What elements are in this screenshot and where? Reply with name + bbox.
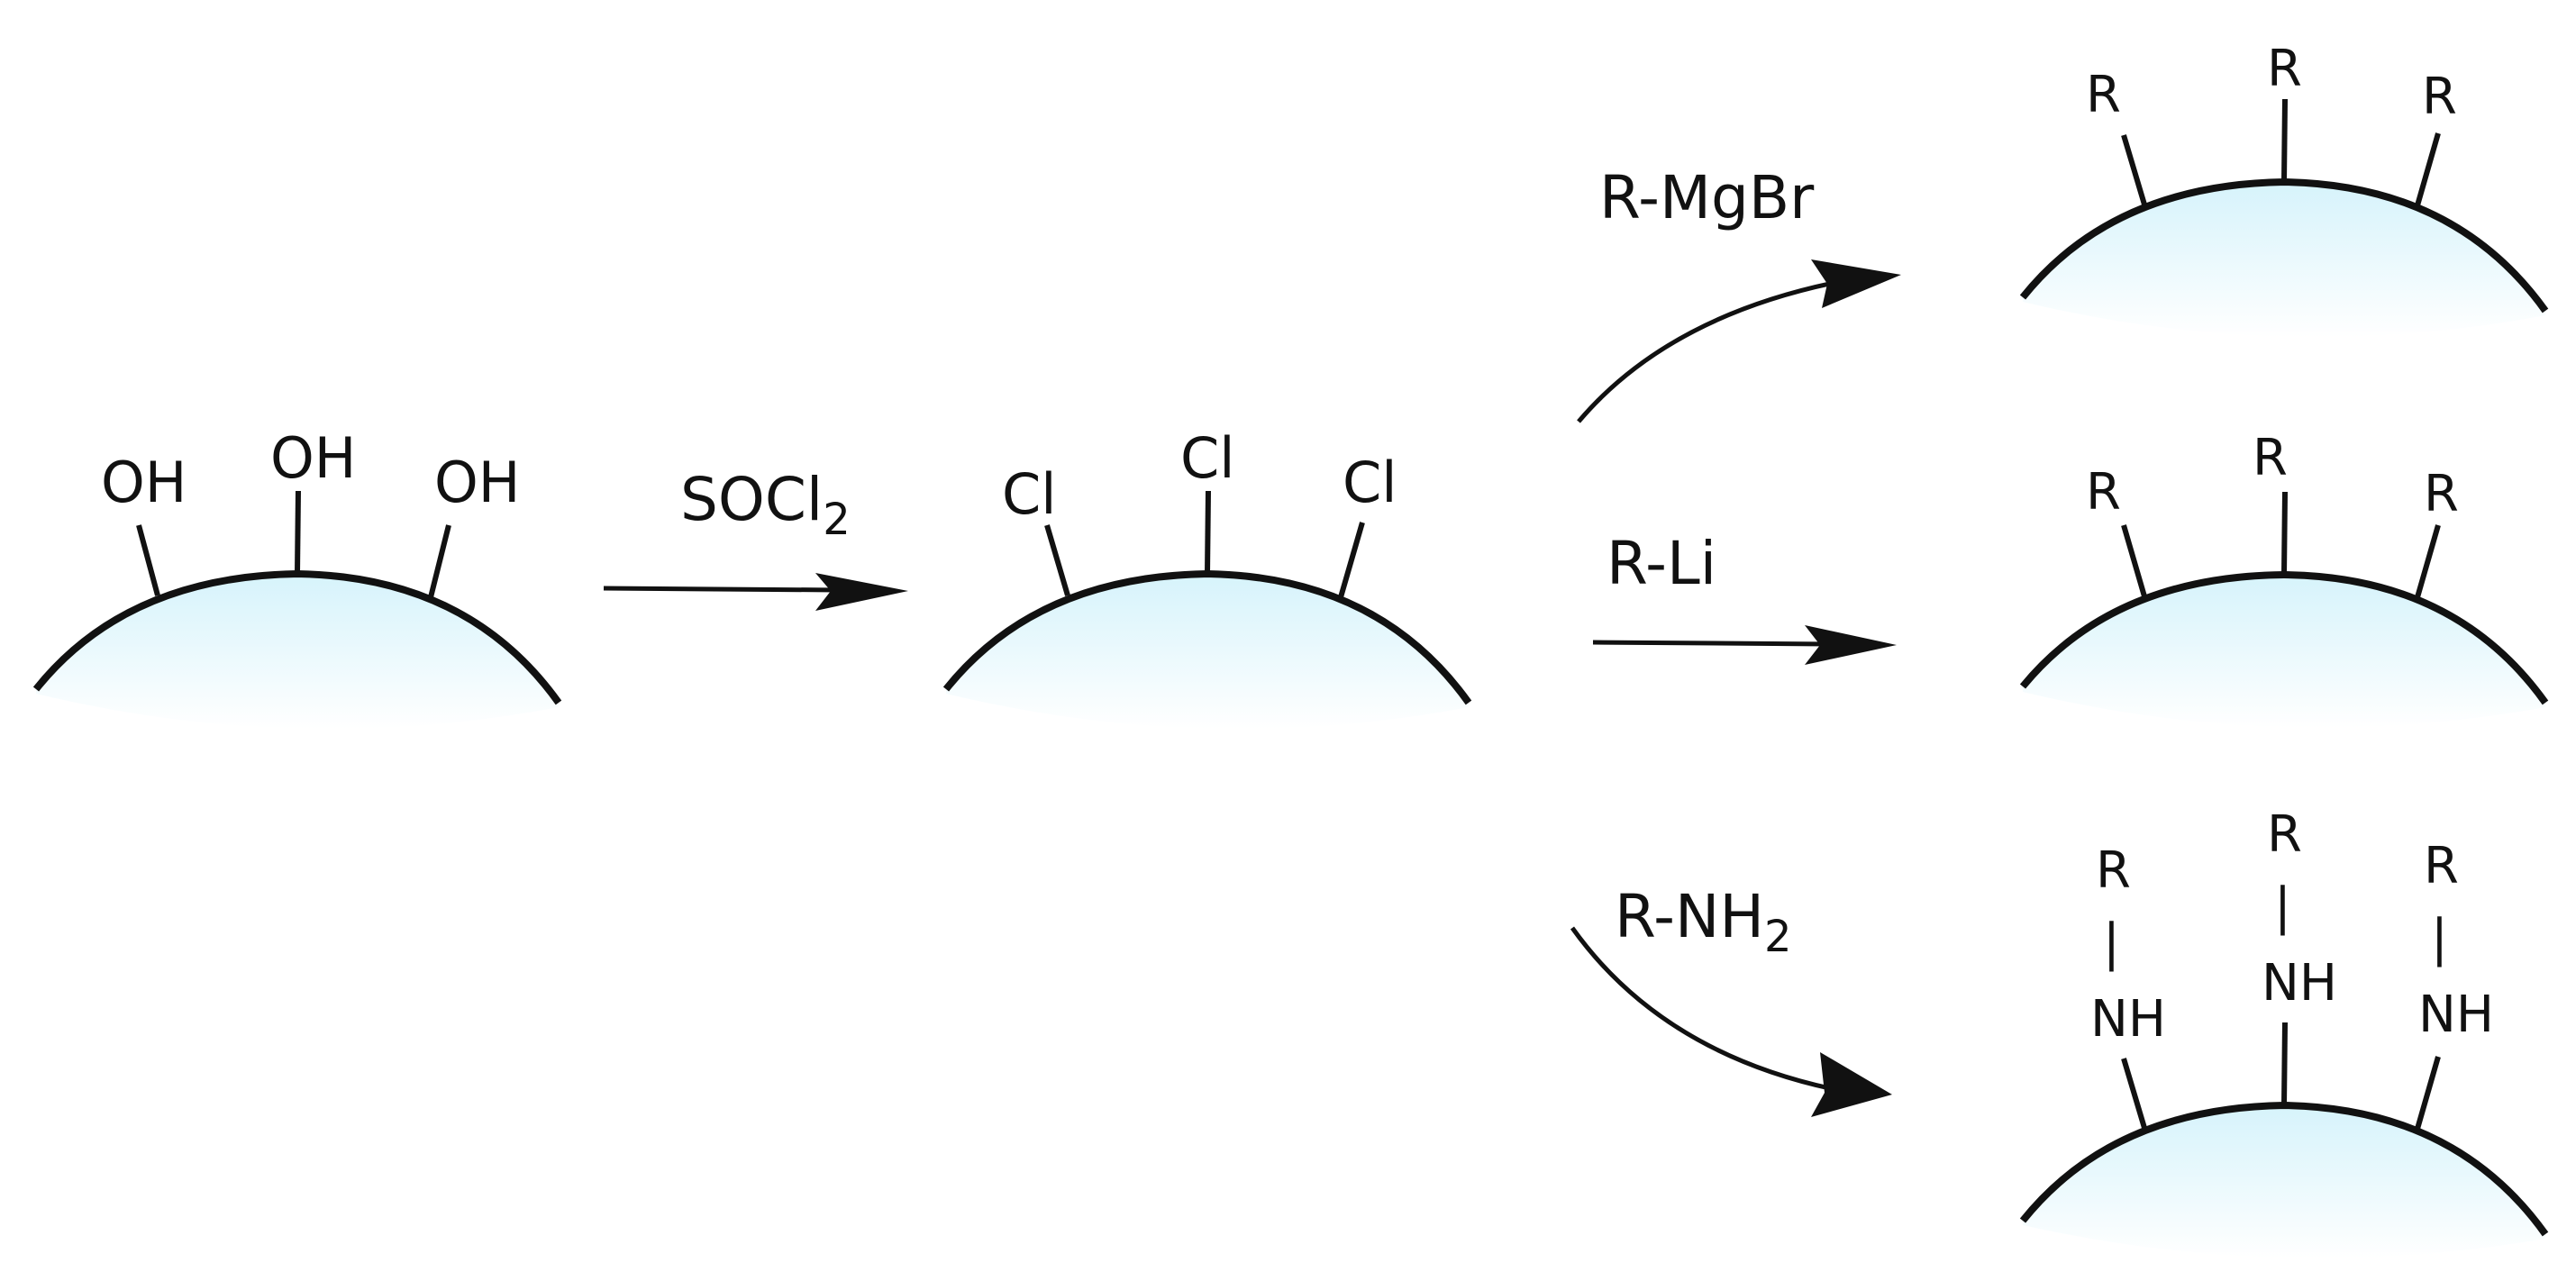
r-group-label: R [2086,463,2121,522]
chloride-label: Cl [1343,450,1397,515]
bond-line [2121,524,2147,597]
r-nh-bond-label: | [2103,913,2120,972]
bond-line [136,524,160,596]
reagent-label-li: R-Li [1607,529,1716,598]
hydroxyl-label: OH [434,450,520,515]
nh-linker-label: NH [2090,990,2166,1049]
bond-line [1044,524,1070,596]
r-group-label: R [2424,837,2459,895]
arrow-shaft [1570,926,1839,1093]
r-group-label: R [2086,66,2121,124]
bond-line [2281,1022,2288,1106]
particle-surface [946,574,1469,730]
arrow-shaft [1577,278,1843,423]
arrow-shaft [1592,640,1830,647]
particle-surface [2023,575,2545,728]
hydroxyl-label: OH [101,450,187,515]
hydroxyl-label: OH [270,425,356,491]
arrow-head [815,573,908,611]
arrow-route-nh2 [1570,926,1892,1117]
bond-line [428,524,451,598]
bond-line [2415,132,2441,206]
bond-line [2415,1056,2441,1130]
chloride-label: Cl [1002,461,1057,527]
reagent-label-socl2: SOCl2 [680,465,851,545]
arrow-head [1811,259,1901,308]
particle-product-mgbr: R R R [2019,40,2549,338]
r-nh-bond-label: | [2431,909,2448,968]
particle-surface [36,574,559,730]
bond-line [2281,491,2288,576]
particle-surface [2023,182,2545,338]
particle-product-nh2: R | NH R | NH R | NH [2019,805,2549,1258]
bond-line [2121,134,2147,205]
r-group-label: R [2096,841,2131,900]
r-group-label: R [2253,429,2288,487]
particle-surface [2023,1105,2545,1258]
arrow-head [1811,1052,1892,1117]
nh-linker-label: NH [2418,986,2494,1044]
particle-start: OH OH OH [32,425,562,730]
bond-line [295,490,301,575]
chloride-label: Cl [1180,425,1235,491]
arrow-shaft [603,586,839,593]
bond-line [1338,522,1365,598]
bond-line [1205,490,1211,575]
bond-line [2281,98,2288,183]
r-group-label: R [2267,805,2302,864]
r-nh-bond-label: | [2274,877,2291,936]
r-group-label: R [2422,68,2457,126]
bond-line [2121,1058,2147,1129]
nh-linker-label: NH [2262,954,2337,1013]
particle-intermediate: Cl Cl Cl [942,425,1472,730]
reagent-label-mgbr: R-MgBr [1599,163,1815,232]
reagent-label-nh2: R-NH2 [1615,882,1792,962]
arrow-route-li [1592,625,1897,665]
arrow-step1 [603,573,908,611]
bond-line [2415,524,2441,598]
r-group-label: R [2267,40,2302,98]
arrow-route-mgbr [1577,259,1901,423]
particle-product-li: R R R [2019,429,2549,728]
arrow-head [1805,625,1897,665]
r-group-label: R [2424,465,2459,523]
